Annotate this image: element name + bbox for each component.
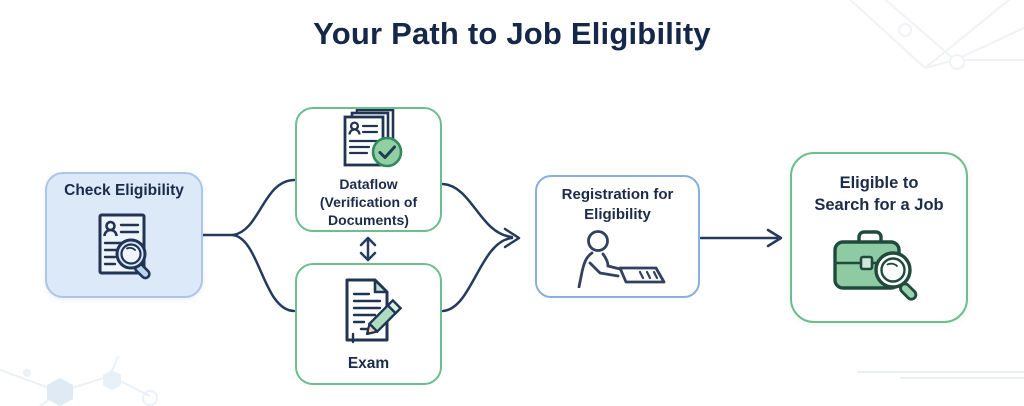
briefcase-magnifier-icon (833, 229, 918, 301)
page-title: Your Path to Job Eligibility (313, 16, 711, 51)
node-label: Dataflow (Verification of Documents) (319, 176, 418, 228)
arrowhead-registration (503, 227, 521, 249)
arrow-check-to-exam (231, 233, 296, 313)
node-label: Exam (347, 355, 390, 373)
node-exam: Exam (295, 263, 442, 385)
document-magnifier-icon (98, 213, 151, 280)
node-check-eligibility: Check Eligibility (45, 172, 203, 298)
node-label: Eligible to Search for a Job (814, 174, 944, 214)
node-dataflow: Dataflow (Verification of Documents) (295, 107, 442, 232)
arrow-dataflow-to-registration (441, 182, 514, 239)
node-label: Check Eligibility (64, 182, 184, 200)
node-eligible-job: Eligible to Search for a Job (790, 152, 968, 323)
arrow-check-to-dataflow (231, 178, 296, 237)
arrowhead-final (766, 228, 783, 248)
document-pencil-icon (345, 278, 402, 344)
arrowhead-up (359, 236, 377, 247)
documents-check-icon (343, 109, 402, 168)
node-label: Registration for Eligibility (561, 186, 674, 223)
node-registration: Registration for Eligibility (535, 175, 700, 298)
person-at-desk-icon (577, 229, 665, 288)
arrow-exam-to-registration (441, 236, 514, 313)
arrowhead-down (359, 251, 377, 262)
